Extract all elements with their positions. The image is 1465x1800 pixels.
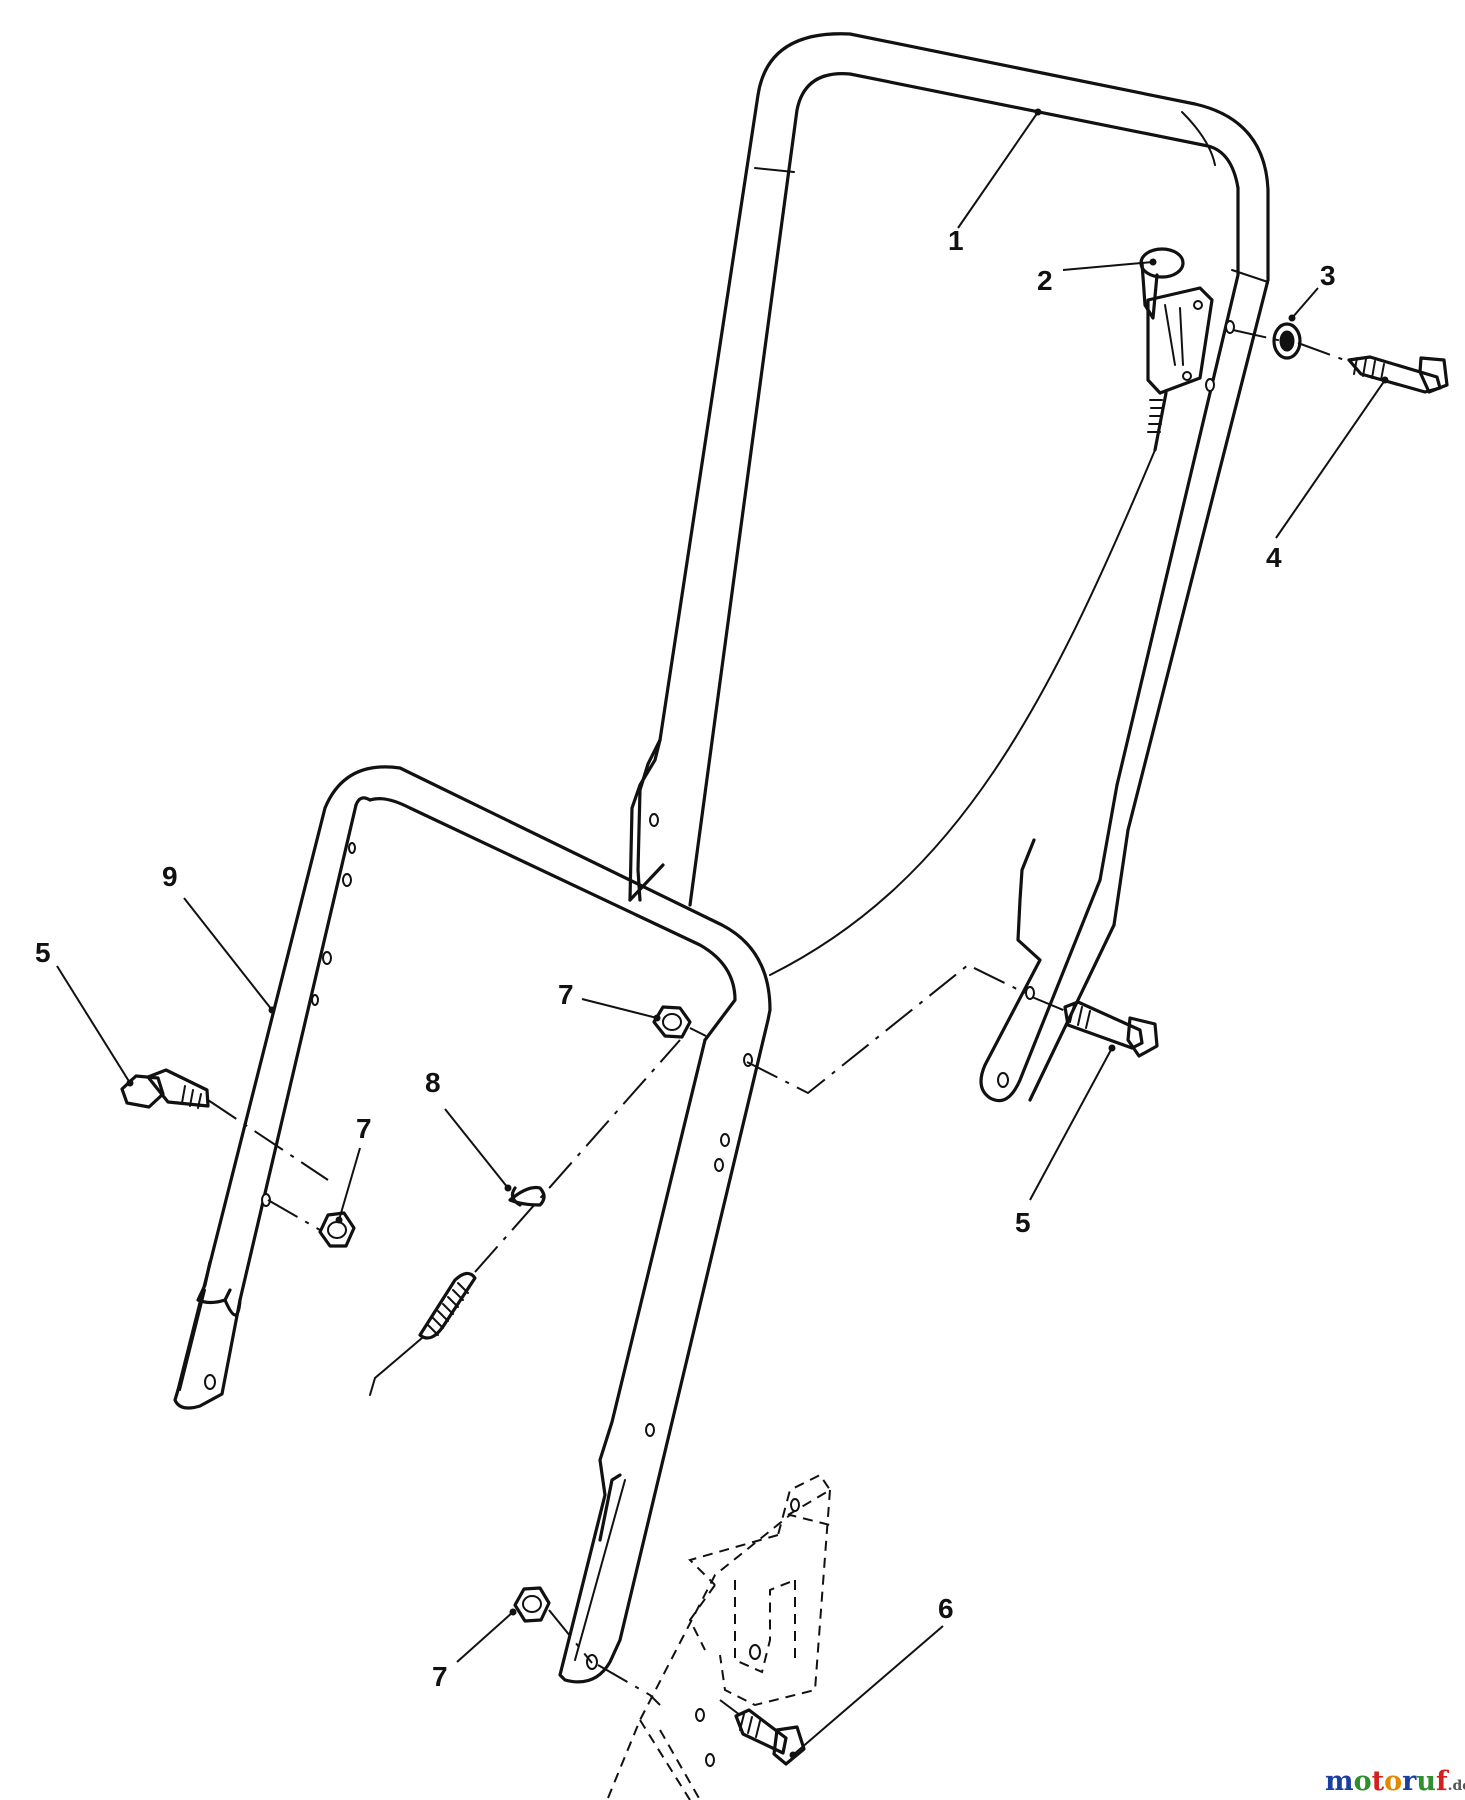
- watermark-suffix: .de: [1448, 1778, 1465, 1794]
- watermark-letter: m: [1325, 1766, 1354, 1797]
- bolt-5-left: [120, 1068, 329, 1181]
- watermark-text: motoruf.de: [1325, 1766, 1465, 1797]
- bolt-4: [1347, 355, 1449, 394]
- cable-spring: [369, 1039, 681, 1396]
- washer-3: [1232, 322, 1351, 363]
- callout-label-2: 2: [1037, 265, 1053, 296]
- control-lever-assembly: [769, 247, 1214, 976]
- nut-7-upper: [652, 1005, 707, 1039]
- motoruf-watermark: motoruf.de: [1325, 1766, 1465, 1797]
- callout-label-6: 6: [938, 1593, 954, 1624]
- alignment-line: [746, 963, 1026, 1095]
- callout-label-5-right: 5: [1015, 1207, 1031, 1238]
- callout-label-9: 9: [162, 861, 178, 892]
- nut-7-left: [267, 1199, 356, 1248]
- callout-label-7-upper: 7: [558, 979, 574, 1010]
- watermark-letter: t: [1372, 1766, 1385, 1797]
- upper-handle: [628, 32, 1270, 1103]
- lower-handle: [173, 765, 772, 1684]
- mower-deck-bracket: [607, 1473, 832, 1800]
- watermark-letter: u: [1416, 1766, 1436, 1797]
- watermark-letter: f: [1436, 1766, 1450, 1797]
- callout-label-1: 1: [948, 225, 964, 256]
- callouts: 1 2 3 4 5 5 6 7 7 7 8 9: [35, 108, 1389, 1759]
- bolt-5-right: [1031, 996, 1159, 1058]
- watermark-letter: o: [1384, 1766, 1402, 1797]
- callout-label-7-bottom: 7: [432, 1661, 448, 1692]
- watermark-letter: o: [1354, 1766, 1372, 1797]
- watermark-letter: r: [1402, 1766, 1417, 1797]
- callout-label-8: 8: [425, 1067, 441, 1098]
- nut-7-bottom: [513, 1586, 661, 1706]
- callout-label-7-left: 7: [356, 1113, 372, 1144]
- callout-label-5-left: 5: [35, 937, 51, 968]
- callout-label-4: 4: [1266, 542, 1282, 573]
- callout-label-3: 3: [1320, 260, 1336, 291]
